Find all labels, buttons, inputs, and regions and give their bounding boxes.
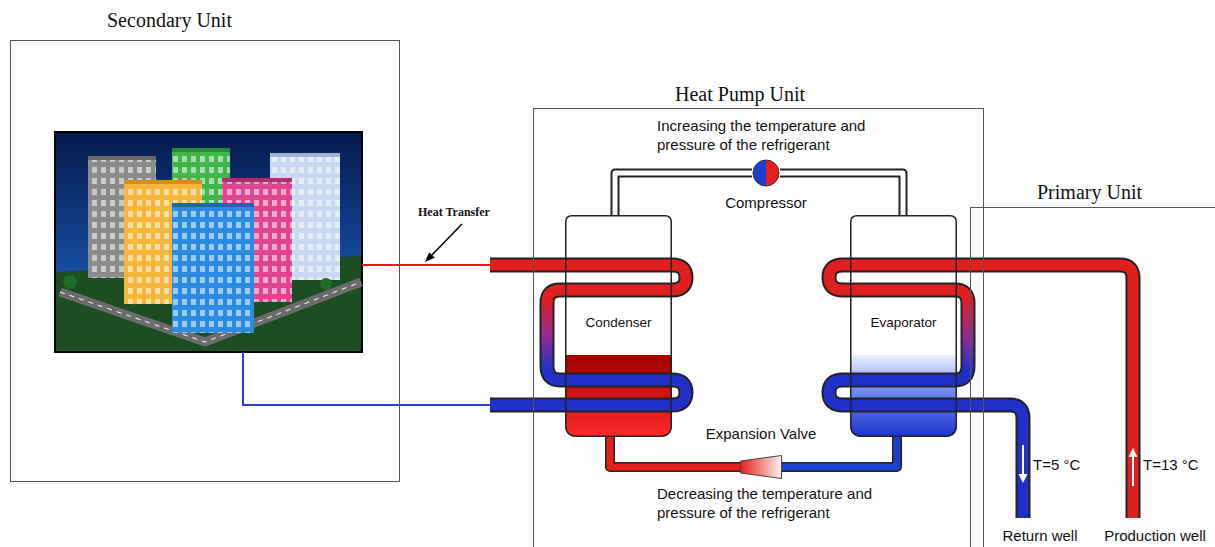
- city-illustration: [55, 132, 362, 352]
- unit-title: Primary Unit: [1037, 180, 1142, 204]
- unit-title: Secondary Unit: [107, 8, 232, 32]
- compressor: Compressor: [752, 159, 780, 187]
- unit-frame: [10, 40, 400, 482]
- process-note: Decreasing the temperature and pressure …: [657, 484, 897, 522]
- component-label: Compressor: [725, 193, 807, 212]
- vessel-label: Evaporator: [850, 313, 957, 332]
- flow-arrow: [1019, 445, 1138, 486]
- callout-label: Heat Transfer: [418, 203, 528, 222]
- compressor-symbol: [752, 159, 780, 187]
- water-pipe: [490, 265, 1133, 518]
- pipe-outline: [490, 265, 1133, 518]
- unit-title: Heat Pump Unit: [675, 82, 805, 106]
- expansion-valve: Expansion Valve: [740, 455, 782, 479]
- well-label: Return well: [980, 527, 1100, 545]
- process-note: Increasing the temperature and pressure …: [657, 116, 897, 154]
- well-label: Production well: [1100, 527, 1210, 545]
- leader-arrow: [425, 224, 462, 262]
- primary-unit: Primary Unit: [970, 180, 1215, 547]
- condenser: Condenser: [565, 215, 672, 437]
- unit-frame: [970, 207, 1215, 547]
- vessel-label: Condenser: [565, 313, 672, 332]
- temperature-label: T=13 °C: [1143, 455, 1211, 474]
- evaporator: Evaporator: [850, 215, 957, 437]
- supply-line: [362, 264, 400, 266]
- temperature-label: T=5 °C: [1033, 455, 1103, 474]
- valve-symbol: [740, 455, 782, 479]
- secondary-unit: Secondary Unit: [10, 8, 400, 482]
- return-line: [243, 352, 400, 405]
- component-label: Expansion Valve: [706, 424, 817, 443]
